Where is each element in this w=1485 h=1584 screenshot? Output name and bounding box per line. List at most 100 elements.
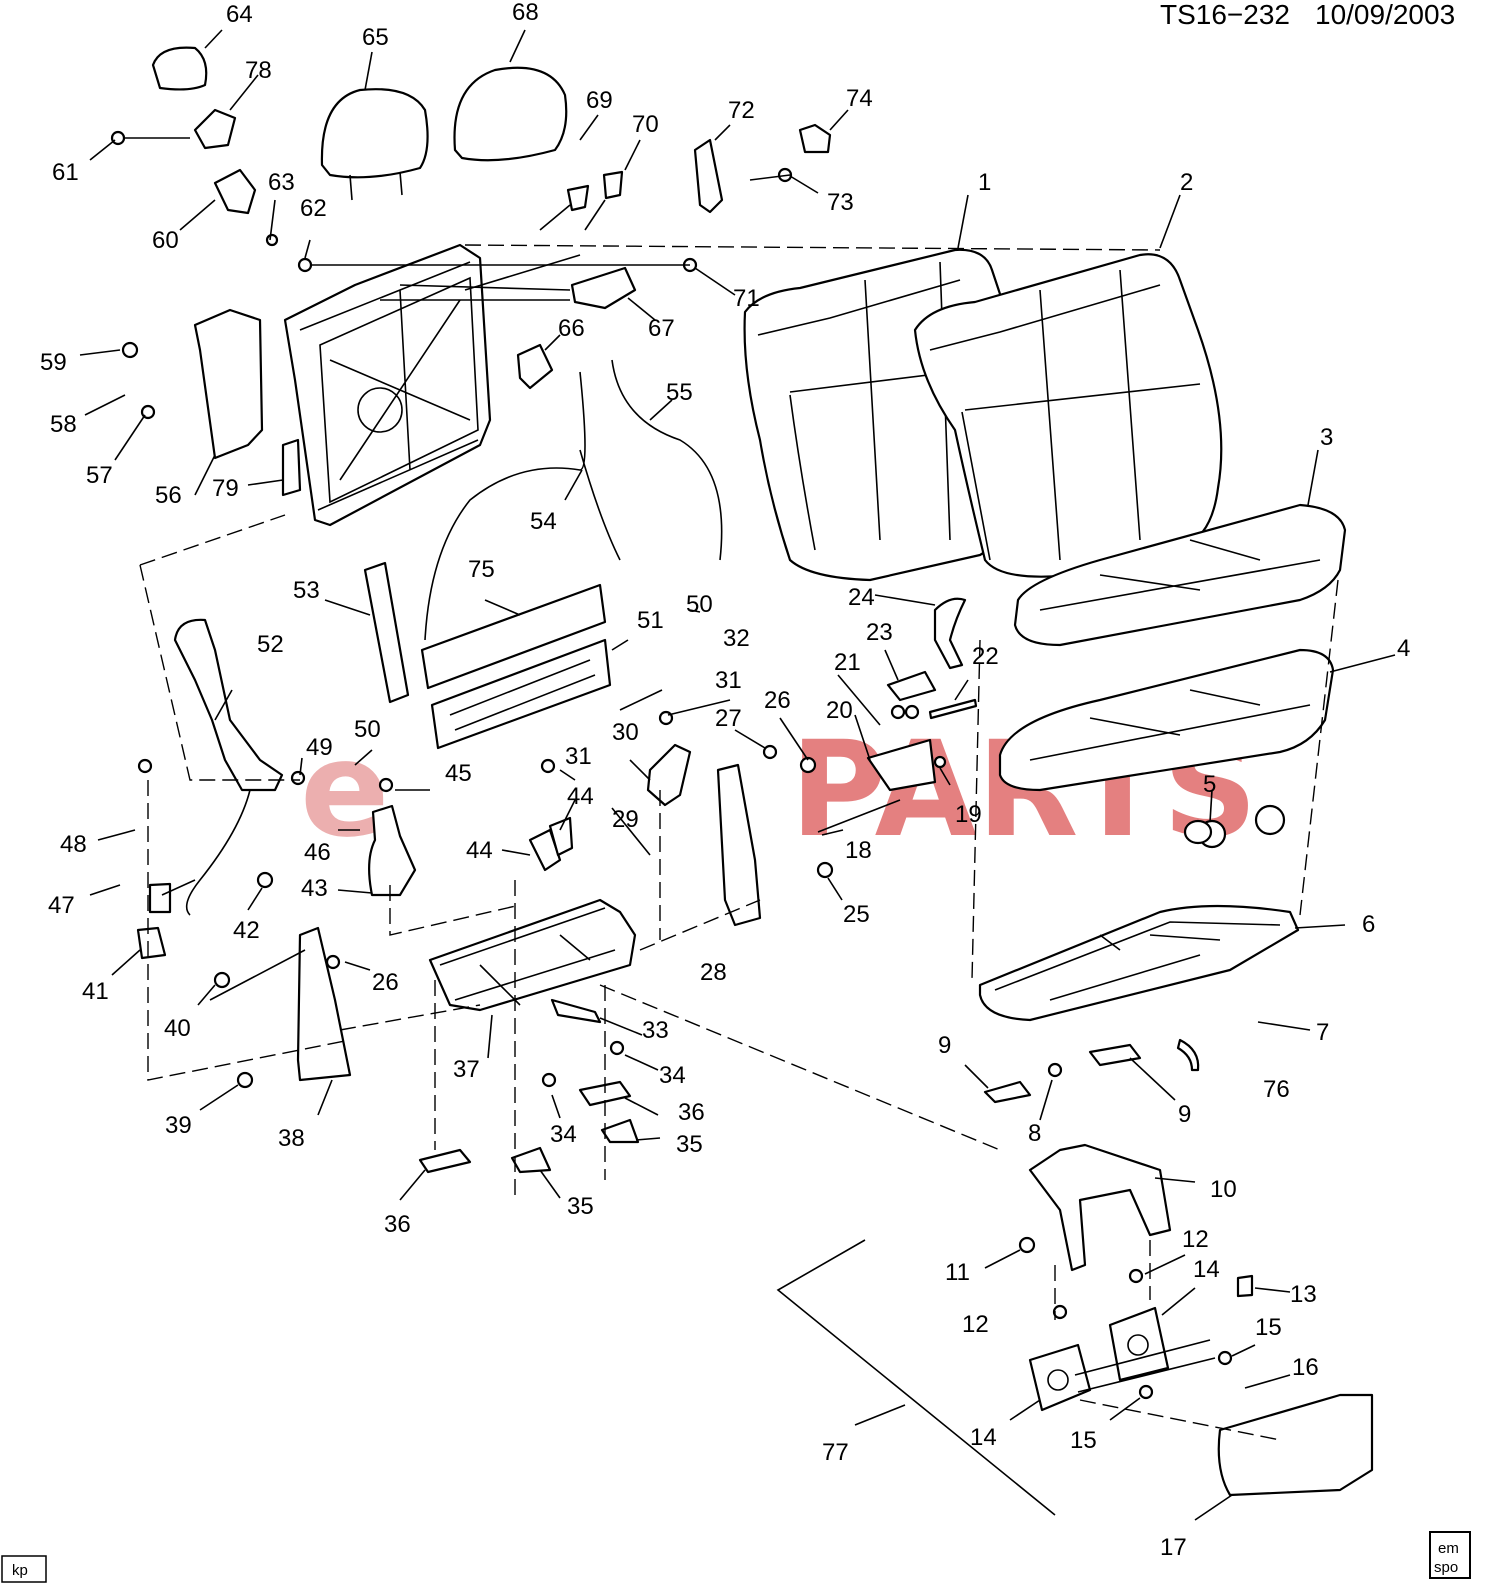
callout-24: 24 [848,584,875,611]
belt-strap-52 [185,789,251,916]
callout-54: 54 [530,508,557,535]
callout-17: 17 [1160,1534,1187,1561]
callout-41: 41 [82,978,109,1005]
callout-74: 74 [846,85,873,112]
diagram-date: 10/09/2003 [1315,0,1455,30]
callout-77: 77 [822,1439,849,1466]
callout-19: 19 [955,801,982,828]
fasteners [110,130,1286,1400]
bezel-part-78 [193,108,237,150]
belt-part-52 [173,618,284,792]
callout-10: 10 [1210,1176,1237,1203]
callout-49: 49 [306,734,333,761]
support-part-10 [1028,1143,1172,1272]
callout-12-b: 12 [962,1311,989,1338]
callout-28: 28 [700,959,727,986]
callout-31-b: 31 [565,743,592,770]
callout-53: 53 [293,577,320,604]
callout-42: 42 [233,917,260,944]
callout-71: 71 [733,285,760,312]
callout-50-b: 50 [686,591,713,618]
callout-32: 32 [723,625,750,652]
callout-20: 20 [826,697,853,724]
cap-part-35-b [600,1118,640,1144]
callout-50-a: 50 [354,716,381,743]
callout-47: 47 [48,892,75,919]
callout-65: 65 [362,24,389,51]
bracket-part-44-left [528,828,562,872]
tube-part-53 [363,561,410,704]
cover-part-17 [1217,1393,1374,1497]
recliner-part-14-right [1108,1306,1170,1382]
callout-44-b: 44 [567,783,594,810]
callout-68: 68 [512,0,539,26]
cable-part-54-b [579,449,621,561]
callout-9-a: 9 [938,1032,951,1059]
callout-35-b: 35 [567,1193,594,1220]
leg-part-28 [716,763,762,927]
cable-part-54 [424,371,586,641]
callout-67: 67 [648,315,675,342]
pad-part-75 [420,583,607,690]
callout-8: 8 [1028,1120,1041,1147]
corner-tag-left: kp [1,1555,47,1583]
callout-73: 73 [827,189,854,216]
callout-30: 30 [612,719,639,746]
foot-part-9-b [1088,1043,1142,1067]
buckle-part-41 [136,926,167,960]
callout-7: 7 [1316,1019,1329,1046]
trim-panel-part-56 [193,308,264,460]
callout-70: 70 [632,111,659,138]
callout-43: 43 [301,875,328,902]
lever-part-33 [550,998,602,1024]
callout-56: 56 [155,482,182,509]
callout-21: 21 [834,649,861,676]
pin-part-18 [817,799,901,833]
callout-31-a: 31 [715,667,742,694]
seat-cushion-part-3 [1013,503,1347,647]
callout-61: 61 [52,159,79,186]
latch-part-66 [516,343,554,390]
callout-48: 48 [60,831,87,858]
callout-12-a: 12 [1182,1226,1209,1253]
callout-2: 2 [1180,169,1193,196]
callout-57: 57 [86,462,113,489]
callout-26-b: 26 [372,969,399,996]
callout-37: 37 [453,1056,480,1083]
buckle-part-43 [368,804,417,897]
seat-pan-part-6 [978,904,1300,1022]
guide-part-36-a [418,1148,472,1174]
callout-40: 40 [164,1015,191,1042]
callout-46: 46 [304,839,331,866]
clip-part-13 [1236,1274,1254,1298]
cover-part-72 [693,138,724,214]
callouts: 1 2 3 4 5 6 7 8 9 9 10 11 12 12 13 14 14… [40,0,1410,1561]
callout-13: 13 [1290,1281,1317,1308]
callout-76: 76 [1263,1076,1290,1103]
callout-72: 72 [728,97,755,124]
strap-part-24 [933,597,967,670]
diagram-code: TS16−232 [1160,0,1290,30]
clip-part-76 [1176,1038,1200,1072]
cap-part-35-a [510,1146,552,1174]
callout-38: 38 [278,1125,305,1152]
corner-right-bottom: spo [1434,1559,1458,1576]
callout-18: 18 [845,837,872,864]
callout-36-a: 36 [678,1099,705,1126]
callout-1: 1 [978,169,991,196]
bracket-part-79 [281,438,302,497]
callout-27: 27 [715,705,742,732]
leg-part-38 [296,926,352,1082]
callout-34-a: 34 [659,1062,686,1089]
callout-14-b: 14 [970,1424,997,1451]
foot-part-9-a [983,1080,1032,1104]
headrest-part-68 [453,66,568,162]
callout-63: 63 [268,169,295,196]
callout-51: 51 [637,607,664,634]
bracket-part-30 [646,743,692,807]
corner-right-top: em [1438,1540,1459,1557]
callout-58: 58 [50,411,77,438]
leader-lines [79,29,1396,1521]
callout-15-b: 15 [1070,1427,1097,1454]
